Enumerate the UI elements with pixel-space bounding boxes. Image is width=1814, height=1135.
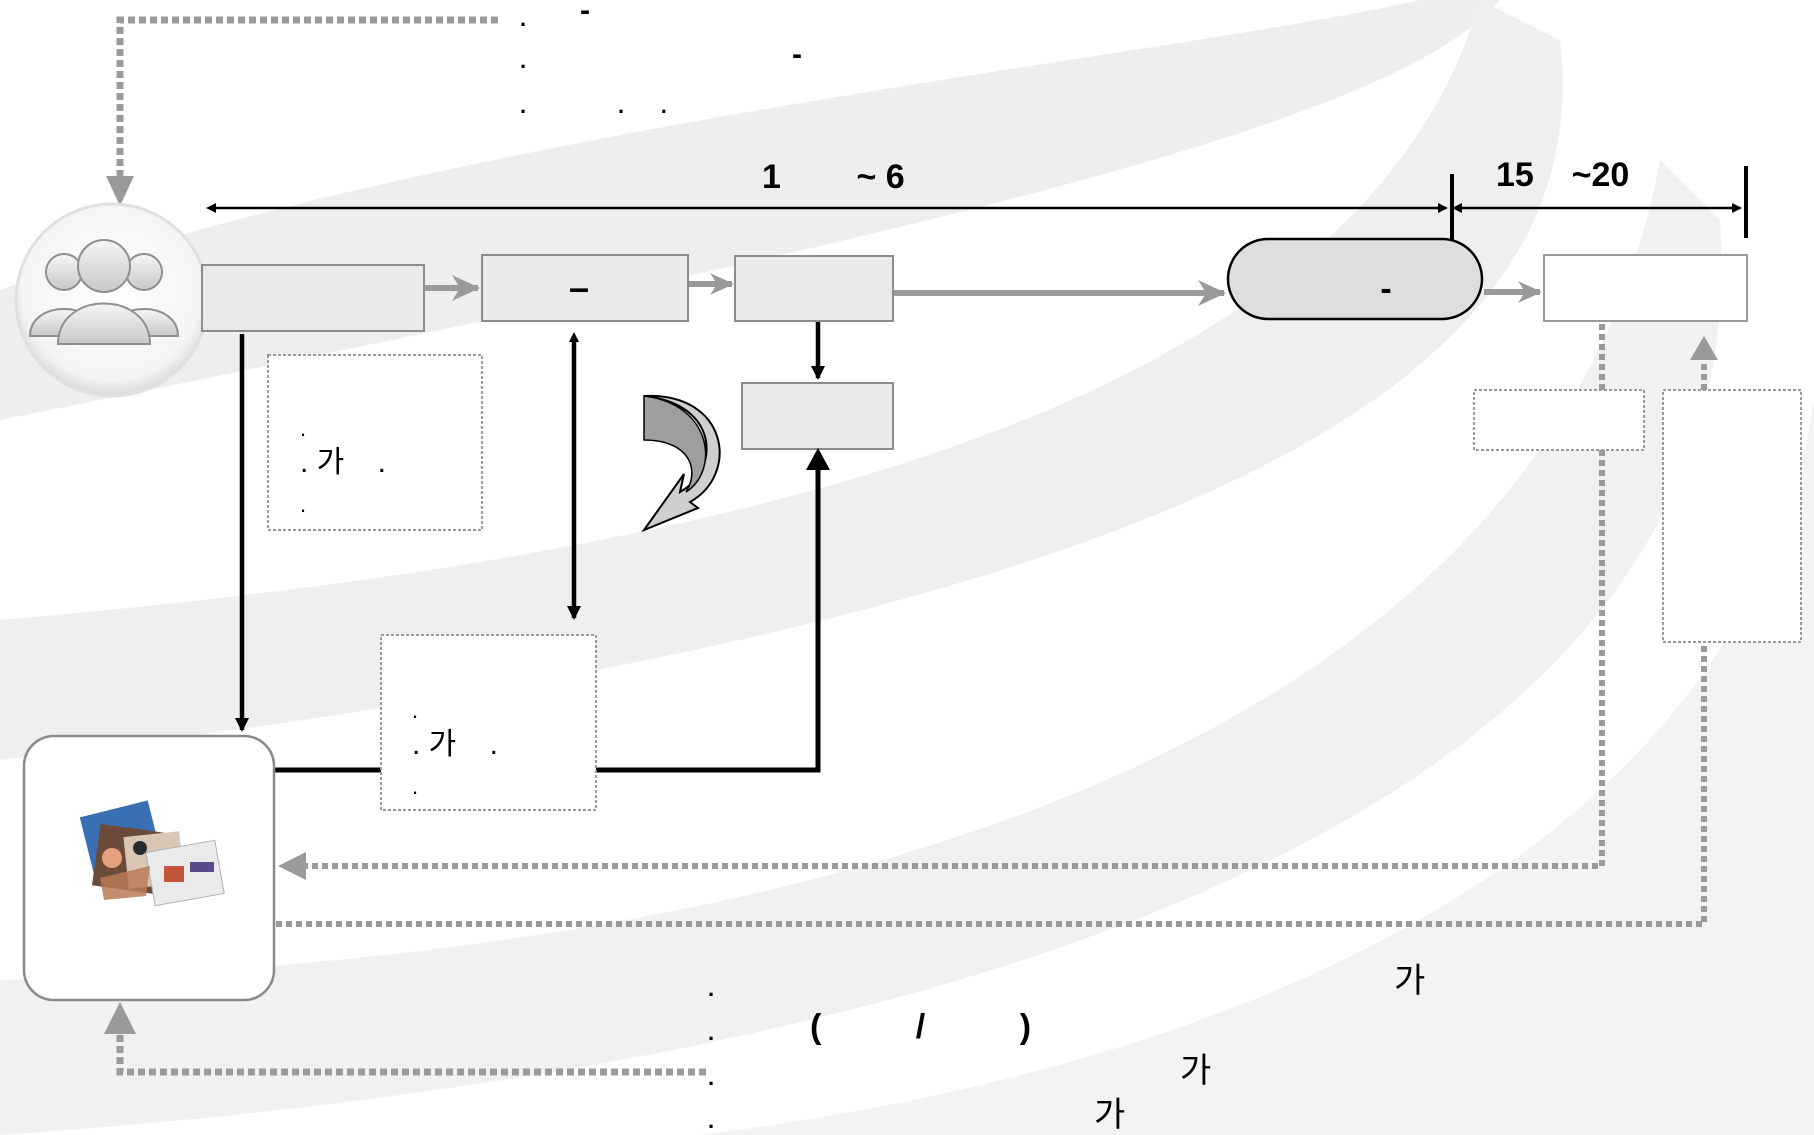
- right-small-note-box: [1473, 389, 1645, 451]
- bottom-note-text-4: 가: [1094, 1096, 1125, 1134]
- process-box-3: [734, 255, 894, 322]
- note-mid-line-3: .: [412, 774, 418, 799]
- right-feedback-connectors: [276, 324, 1718, 927]
- process-box-2: [481, 254, 689, 322]
- process-pill: [1226, 237, 1484, 321]
- final-box: [1543, 254, 1748, 322]
- bottom-note-text-2: ( / ): [810, 1008, 1031, 1046]
- note-mid-line-1: .: [412, 698, 418, 723]
- process-flow: – -: [201, 237, 1748, 450]
- brochure-collage-icon: [79, 800, 225, 907]
- top-note-bullet-1: .: [520, 6, 526, 31]
- note-left-line-1: .: [300, 416, 306, 441]
- right-tall-note-box: [1662, 389, 1802, 643]
- process-pill-label: -: [1380, 270, 1391, 308]
- note-mid-line-2: . 가 .: [412, 728, 498, 761]
- timeline: 1 ~ 6 15 ~20: [206, 156, 1748, 240]
- bottom-note: . 가 . ( / ) . 가 . 가: [708, 962, 1425, 1134]
- top-note: . - . - . . .: [520, 0, 802, 118]
- bottom-note-bullet-1: .: [708, 976, 714, 1001]
- timeline-phase1-label: 1 ~ 6: [762, 158, 905, 196]
- bottom-feedback-connector: [116, 1024, 706, 1076]
- note-left: . . 가 . .: [267, 354, 483, 531]
- top-note-bullet-3: .: [520, 93, 526, 118]
- bottom-note-bullet-4: .: [708, 1108, 714, 1133]
- top-feedback-connector: [116, 16, 498, 198]
- process-box-2-label: –: [569, 267, 589, 308]
- top-note-text-3: . .: [618, 93, 667, 118]
- bottom-note-text-1: 가: [1394, 962, 1425, 1000]
- note-mid: . . 가 . .: [380, 634, 597, 811]
- note-left-line-2: . 가 .: [300, 446, 386, 479]
- top-feedback-arrowhead: [106, 176, 134, 206]
- timeline-phase2-label: 15 ~20: [1496, 156, 1629, 194]
- process-box-4: [741, 382, 894, 450]
- top-note-text-2: -: [792, 38, 802, 71]
- bottom-note-bullet-3: .: [708, 1065, 714, 1090]
- users-group-icon: [14, 202, 210, 398]
- bottom-note-bullet-2: .: [708, 1020, 714, 1045]
- process-box-1: [201, 264, 425, 332]
- top-note-bullet-2: .: [520, 48, 526, 73]
- top-note-text-1: -: [580, 0, 590, 27]
- note-left-line-3: .: [300, 492, 306, 517]
- bottom-feedback-arrowhead: [104, 1002, 136, 1034]
- gray-flow-arrows: [425, 273, 1542, 306]
- curved-arrow-icon: [641, 394, 721, 533]
- bottom-note-text-3: 가: [1180, 1052, 1211, 1090]
